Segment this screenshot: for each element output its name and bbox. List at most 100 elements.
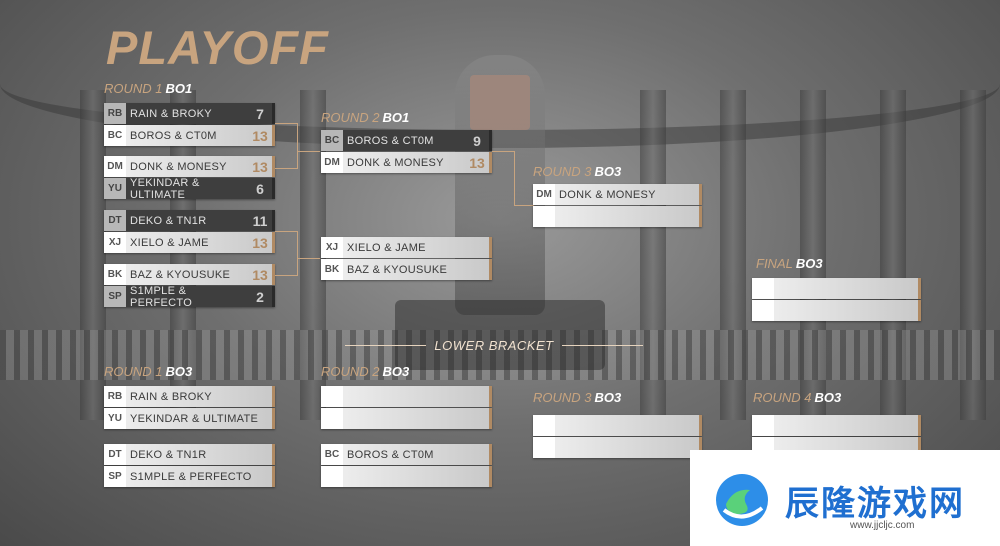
team-name: DONK & MONESY xyxy=(130,160,227,173)
team-abbr xyxy=(321,466,343,487)
bracket-connector xyxy=(492,151,514,152)
team-abbr: XJ xyxy=(321,237,343,258)
team-abbr xyxy=(321,408,343,429)
page-title: PLAYOFF xyxy=(106,21,329,74)
team-abbr: BC xyxy=(321,444,343,465)
team-name: S1MPLE & PERFECTO xyxy=(130,284,193,309)
team-abbr: BK xyxy=(321,259,343,280)
watermark-text: 辰隆游戏网 xyxy=(785,484,965,524)
team-name xyxy=(774,300,918,321)
team-abbr xyxy=(533,415,555,436)
team-score xyxy=(465,259,489,280)
team-name: XIELO & JAME xyxy=(130,236,209,249)
team-abbr: BC xyxy=(104,125,126,146)
match-team-slot[interactable]: RB RAIN & BROKY 7 xyxy=(104,103,275,124)
team-name xyxy=(774,278,918,299)
match-team-slot[interactable] xyxy=(321,466,492,487)
team-score: 13 xyxy=(252,158,268,175)
match-team-slot[interactable] xyxy=(321,386,492,407)
team-abbr xyxy=(533,437,555,458)
match-team-slot[interactable]: DT DEKO & TN1R xyxy=(104,444,275,465)
match-team-slot[interactable]: DM DONK & MONESY xyxy=(533,184,702,205)
team-name: BOROS & CT0M xyxy=(347,134,434,147)
team-name xyxy=(343,408,489,429)
bracket-connector xyxy=(275,123,298,169)
match-team-slot[interactable]: YU YEKINDAR & ULTIMATE xyxy=(104,408,275,429)
match-team-slot[interactable]: XJ XIELO & JAME 13 xyxy=(104,232,275,253)
team-name xyxy=(343,386,489,407)
team-abbr: BC xyxy=(321,130,343,151)
team-abbr: DT xyxy=(104,444,126,465)
team-score xyxy=(465,237,489,258)
match-team-slot[interactable]: BC BOROS & CT0M 13 xyxy=(104,125,275,146)
match-team-slot[interactable]: DM DONK & MONESY 13 xyxy=(104,156,275,177)
match-team-slot[interactable] xyxy=(533,415,702,436)
team-abbr: BK xyxy=(104,264,126,285)
team-score: 7 xyxy=(256,105,264,122)
team-name: DONK & MONESY xyxy=(347,156,444,169)
team-score: 11 xyxy=(252,212,268,229)
site-watermark: 辰隆游戏网 www.jjcljc.com xyxy=(690,450,1000,546)
match-team-slot[interactable]: YU YEKINDAR & ULTIMATE 6 xyxy=(104,176,275,201)
team-abbr: RB xyxy=(104,386,126,407)
match-team-slot[interactable]: BK BAZ & KYOUSUKE 13 xyxy=(104,264,275,285)
match-team-slot[interactable]: DM DONK & MONESY 13 xyxy=(321,152,492,173)
team-abbr xyxy=(533,206,555,227)
team-name: YEKINDAR & ULTIMATE xyxy=(130,176,200,201)
team-score: 13 xyxy=(252,234,268,251)
match-team-slot[interactable] xyxy=(533,437,702,458)
match-team-slot[interactable]: BK BAZ & KYOUSUKE xyxy=(321,259,492,280)
team-score: 13 xyxy=(252,127,268,144)
team-abbr xyxy=(752,300,774,321)
team-abbr: SP xyxy=(104,286,126,307)
team-abbr: DT xyxy=(104,210,126,231)
watermark-url: www.jjcljc.com xyxy=(850,520,915,531)
team-name: RAIN & BROKY xyxy=(130,107,212,120)
final-team-slot[interactable] xyxy=(752,300,921,321)
lower-bracket-divider: LOWER BRACKET xyxy=(345,335,643,355)
team-score xyxy=(675,184,699,205)
team-abbr xyxy=(752,278,774,299)
match-team-slot[interactable] xyxy=(533,206,702,227)
site-logo-icon xyxy=(716,474,768,526)
match-team-slot[interactable] xyxy=(321,408,492,429)
team-abbr: DM xyxy=(533,184,555,205)
final-team-slot[interactable] xyxy=(752,278,921,299)
match-team-slot[interactable]: DT DEKO & TN1R 11 xyxy=(104,210,275,231)
match-team-slot[interactable] xyxy=(752,415,921,436)
bracket-connector xyxy=(514,151,534,206)
team-name: YEKINDAR & ULTIMATE xyxy=(130,412,259,425)
team-score xyxy=(675,206,699,227)
match-team-slot[interactable]: XJ XIELO & JAME xyxy=(321,237,492,258)
team-score: 13 xyxy=(469,154,485,171)
team-name: BAZ & KYOUSUKE xyxy=(347,263,448,276)
team-abbr xyxy=(752,415,774,436)
team-name: DONK & MONESY xyxy=(559,188,656,201)
match-team-slot[interactable]: RB RAIN & BROKY xyxy=(104,386,275,407)
team-name xyxy=(555,437,699,458)
match-team-slot[interactable]: BC BOROS & CT0M 9 xyxy=(321,130,492,151)
match-team-slot[interactable]: SP S1MPLE & PERFECTO 2 xyxy=(104,284,275,309)
team-name: BOROS & CT0M xyxy=(347,448,434,461)
bracket-connector xyxy=(275,231,298,276)
team-name: DEKO & TN1R xyxy=(130,214,207,227)
team-name: BOROS & CT0M xyxy=(130,129,217,142)
team-abbr: SP xyxy=(104,466,126,487)
team-name: RAIN & BROKY xyxy=(130,390,212,403)
team-abbr: RB xyxy=(104,103,126,124)
team-abbr: YU xyxy=(104,408,126,429)
match-team-slot[interactable]: BC BOROS & CT0M xyxy=(321,444,492,465)
match-team-slot[interactable]: SP S1MPLE & PERFECTO xyxy=(104,466,275,487)
team-name: BAZ & KYOUSUKE xyxy=(130,268,231,281)
team-name xyxy=(555,206,675,227)
team-score: 6 xyxy=(256,180,264,197)
team-name xyxy=(555,415,699,436)
team-name: XIELO & JAME xyxy=(347,241,426,254)
team-abbr: YU xyxy=(104,178,126,199)
